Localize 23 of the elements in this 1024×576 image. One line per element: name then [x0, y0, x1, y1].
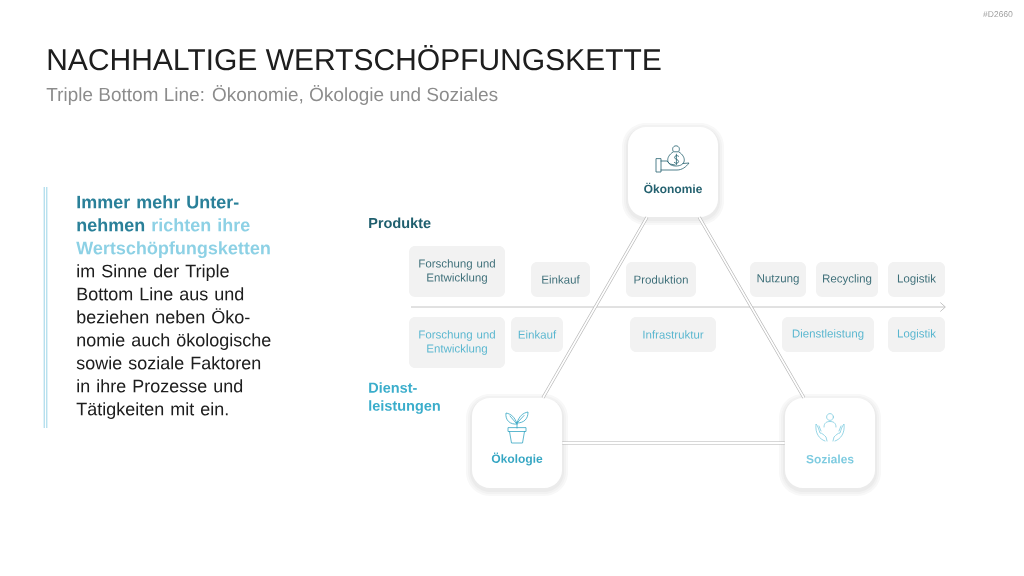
process-box: Logistik — [888, 317, 945, 352]
process-box: Einkauf — [531, 262, 590, 297]
pillar-card: Ökonomie — [622, 123, 724, 225]
row-heading: Dienst- leistungen — [369, 382, 440, 414]
connector-line — [541, 216, 649, 399]
process-box: Nutzung — [750, 262, 806, 297]
pillar-card: Soziales — [779, 394, 881, 496]
process-box: Einkauf — [511, 317, 563, 352]
reference-code: #D2660 — [983, 11, 1013, 18]
process-box: Produktion — [626, 262, 696, 297]
process-box: Infrastruktur — [630, 317, 716, 352]
process-box: Forschung und Entwicklung — [409, 317, 505, 368]
connector-line — [561, 441, 786, 445]
process-box: Forschung und Entwicklung — [409, 246, 505, 297]
connector-line — [697, 216, 806, 399]
body-text: Immer mehr Unter- nehmen richten ihre Wertschöpfungsketten im Sinne der Triple Bottom Line aus und beziehen neben Öko- nomie auch ökologische sowie soziale Faktoren in ihre Prozesse und Tätigkeiten mit ein. — [76, 195, 271, 419]
process-box: Dienstleistung — [782, 317, 874, 352]
pillar-card: Ökologie — [466, 394, 568, 496]
slide-title: NACHHALTIGE WERTSCHÖPFUNGSKETTE — [48, 44, 661, 71]
process-box: Logistik — [888, 262, 945, 297]
row-heading: Produkte — [369, 217, 431, 229]
process-box: Recycling — [816, 262, 878, 297]
subtitle: Triple Bottom Line: Ökonomie, Ökologie und Soziales — [46, 85, 498, 105]
